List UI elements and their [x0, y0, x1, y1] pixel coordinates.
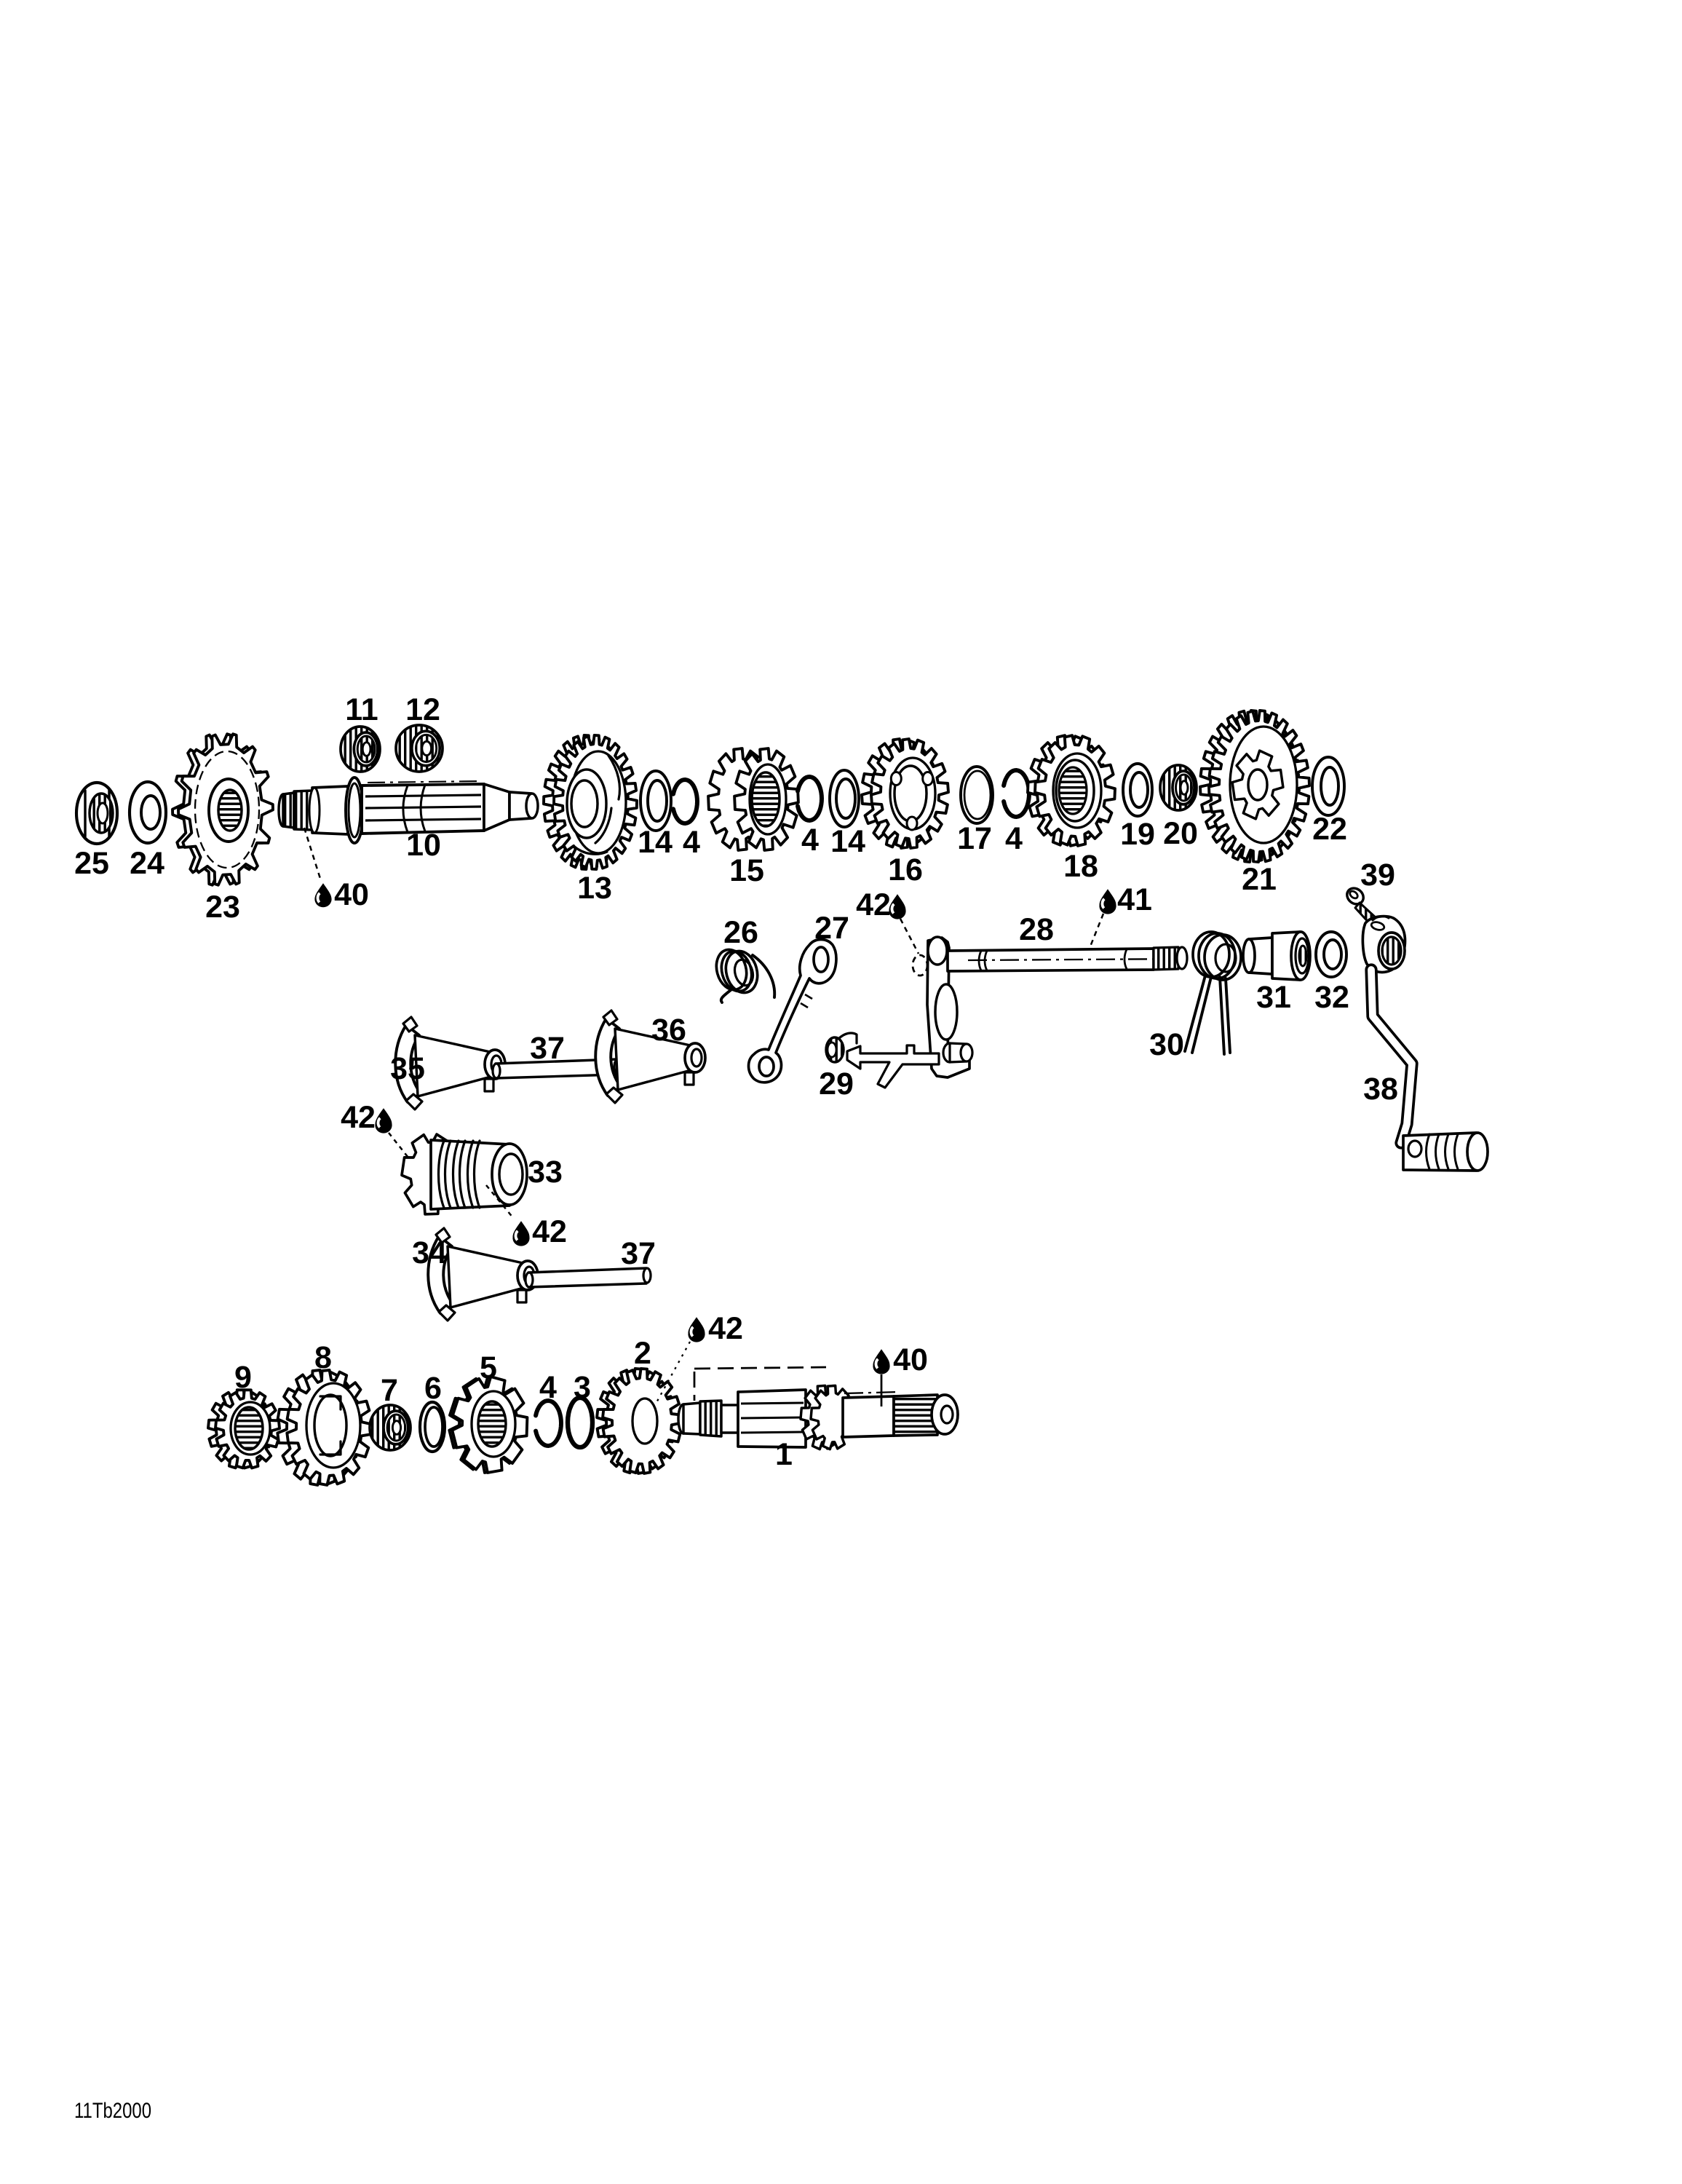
- svg-text:40: 40: [893, 1342, 928, 1377]
- svg-text:12: 12: [405, 692, 440, 727]
- svg-text:22: 22: [1312, 812, 1347, 847]
- svg-text:42: 42: [856, 887, 891, 922]
- svg-text:41: 41: [1117, 882, 1152, 917]
- svg-text:32: 32: [1314, 980, 1349, 1015]
- svg-text:21: 21: [1242, 862, 1277, 897]
- svg-text:37: 37: [621, 1236, 656, 1271]
- svg-text:1: 1: [775, 1437, 793, 1472]
- svg-text:10: 10: [406, 828, 441, 863]
- svg-text:31: 31: [1256, 980, 1291, 1015]
- svg-text:37: 37: [530, 1031, 565, 1066]
- svg-text:17: 17: [957, 821, 992, 856]
- svg-text:26: 26: [723, 915, 758, 950]
- svg-text:36: 36: [651, 1013, 686, 1048]
- svg-text:14: 14: [638, 825, 673, 860]
- svg-text:42: 42: [341, 1100, 376, 1135]
- svg-text:42: 42: [532, 1214, 567, 1249]
- svg-text:8: 8: [314, 1340, 332, 1375]
- svg-text:29: 29: [819, 1067, 854, 1101]
- svg-text:11Tb2000: 11Tb2000: [74, 2099, 151, 2123]
- svg-text:4: 4: [801, 823, 819, 858]
- svg-text:13: 13: [577, 871, 612, 906]
- svg-text:4: 4: [1005, 821, 1023, 856]
- svg-text:35: 35: [390, 1051, 425, 1086]
- svg-text:9: 9: [234, 1360, 252, 1395]
- svg-text:16: 16: [888, 852, 923, 887]
- svg-text:18: 18: [1063, 849, 1098, 884]
- svg-text:2: 2: [634, 1336, 651, 1371]
- svg-text:33: 33: [528, 1155, 563, 1190]
- svg-text:40: 40: [334, 877, 369, 912]
- svg-text:20: 20: [1163, 816, 1198, 851]
- svg-text:5: 5: [480, 1350, 497, 1385]
- svg-text:27: 27: [814, 911, 849, 946]
- svg-text:39: 39: [1360, 858, 1395, 893]
- svg-text:6: 6: [424, 1371, 442, 1406]
- svg-text:28: 28: [1019, 912, 1054, 947]
- svg-text:24: 24: [130, 846, 164, 881]
- svg-text:30: 30: [1149, 1027, 1184, 1062]
- svg-text:19: 19: [1120, 817, 1155, 852]
- svg-text:11: 11: [345, 692, 378, 727]
- svg-text:38: 38: [1363, 1072, 1398, 1107]
- svg-text:4: 4: [683, 825, 700, 860]
- svg-text:42: 42: [708, 1311, 743, 1346]
- svg-text:14: 14: [830, 824, 865, 859]
- svg-text:4: 4: [539, 1370, 557, 1405]
- svg-text:34: 34: [412, 1235, 447, 1270]
- svg-text:25: 25: [74, 846, 109, 881]
- svg-text:3: 3: [574, 1370, 591, 1405]
- svg-text:15: 15: [729, 853, 764, 888]
- svg-text:7: 7: [381, 1373, 398, 1408]
- svg-text:23: 23: [205, 890, 240, 925]
